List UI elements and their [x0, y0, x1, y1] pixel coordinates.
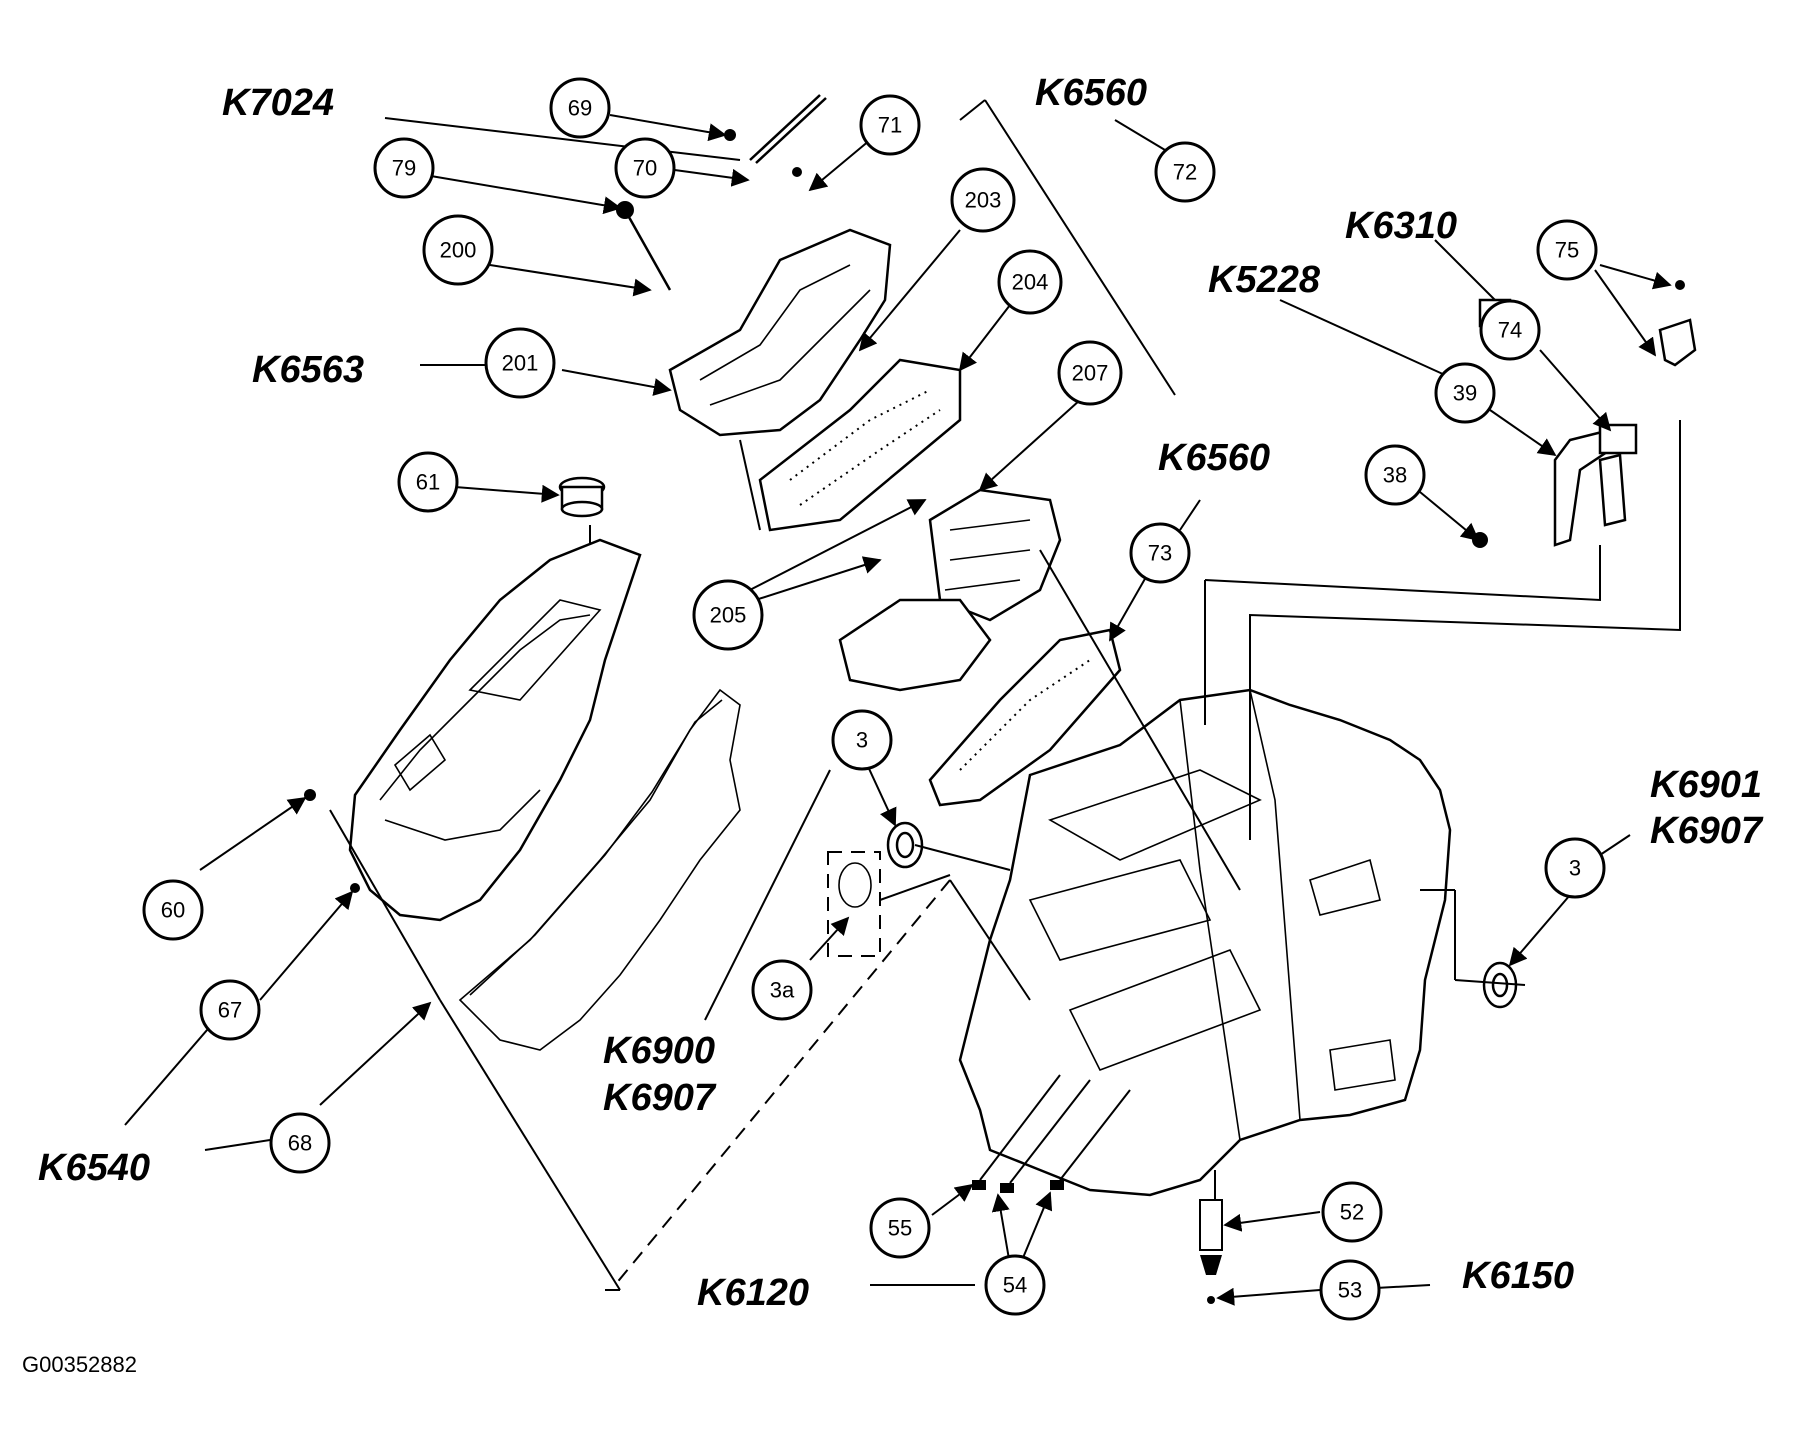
- callout-69: 69: [549, 77, 611, 139]
- code-k6120: K6120: [697, 1272, 809, 1314]
- svg-text:68: 68: [288, 1131, 312, 1156]
- svg-text:67: 67: [218, 998, 242, 1023]
- seal-box-3a: [827, 851, 881, 957]
- svg-text:207: 207: [1072, 361, 1109, 386]
- svg-text:38: 38: [1383, 463, 1407, 488]
- callout-205: 205: [692, 579, 764, 651]
- code-k6907-right: K6907: [1650, 810, 1764, 852]
- svg-text:72: 72: [1173, 160, 1197, 185]
- upper-valve-body: [668, 228, 892, 437]
- svg-text:203: 203: [965, 188, 1002, 213]
- callout-79: 79: [373, 137, 435, 199]
- code-k6563: K6563: [252, 349, 364, 391]
- svg-text:60: 60: [161, 898, 185, 923]
- callout-61: 61: [397, 451, 459, 513]
- svg-text:71: 71: [878, 113, 902, 138]
- callout-60: 60: [142, 879, 204, 941]
- callout-3-left: 3: [831, 709, 893, 771]
- svg-text:3: 3: [856, 728, 868, 753]
- callout-203: 203: [950, 167, 1016, 233]
- transmission-case: [958, 688, 1452, 1197]
- code-k6560-top: K6560: [1035, 72, 1147, 114]
- separator-plate-upper: [758, 358, 962, 532]
- callout-38: 38: [1364, 444, 1426, 506]
- svg-text:201: 201: [502, 351, 539, 376]
- callout-204: 204: [997, 249, 1063, 315]
- code-k6900: K6900: [603, 1030, 715, 1072]
- svg-text:53: 53: [1338, 1278, 1362, 1303]
- svg-text:69: 69: [568, 96, 592, 121]
- svg-text:205: 205: [710, 603, 747, 628]
- code-k6907-left: K6907: [603, 1077, 717, 1119]
- code-k6310: K6310: [1345, 205, 1457, 247]
- callout-75: 75: [1536, 219, 1598, 281]
- svg-text:75: 75: [1555, 238, 1579, 263]
- filler-cap: [558, 476, 606, 518]
- figure-id: G00352882: [22, 1352, 137, 1377]
- code-k5228: K5228: [1208, 259, 1321, 301]
- svg-text:3a: 3a: [770, 978, 795, 1003]
- callout-68: 68: [269, 1112, 331, 1174]
- callout-200: 200: [422, 214, 494, 286]
- code-k6150: K6150: [1462, 1255, 1574, 1297]
- svg-text:55: 55: [888, 1216, 912, 1241]
- callout-207: 207: [1057, 340, 1123, 406]
- callout-39: 39: [1434, 362, 1496, 424]
- code-k6560-mid: K6560: [1158, 437, 1270, 479]
- callout-53: 53: [1319, 1259, 1381, 1321]
- dipstick-tube: [749, 94, 827, 164]
- assembly-lines: [329, 99, 1681, 1291]
- callout-3-right: 3: [1544, 837, 1606, 899]
- svg-text:204: 204: [1012, 270, 1049, 295]
- callout-201: 201: [484, 327, 556, 399]
- svg-text:200: 200: [440, 238, 477, 263]
- callout-52: 52: [1321, 1181, 1383, 1243]
- oil-pan: [348, 538, 642, 922]
- svg-text:61: 61: [416, 470, 440, 495]
- svg-text:73: 73: [1148, 541, 1172, 566]
- callout-71: 71: [859, 94, 921, 156]
- seal-right: [1482, 961, 1518, 1009]
- callout-3a: 3a: [751, 959, 813, 1021]
- svg-text:52: 52: [1340, 1200, 1364, 1225]
- callout-67: 67: [199, 979, 261, 1041]
- callout-74: 74: [1479, 299, 1541, 361]
- svg-text:74: 74: [1498, 318, 1522, 343]
- pan-gasket: [458, 688, 741, 1051]
- callout-73: 73: [1129, 522, 1191, 584]
- main-valve-body: [838, 488, 1062, 692]
- code-k6540: K6540: [38, 1147, 150, 1189]
- svg-text:3: 3: [1569, 856, 1581, 881]
- leader-lines: [199, 114, 1672, 1306]
- callout-70: 70: [614, 137, 676, 199]
- callout-72: 72: [1154, 141, 1216, 203]
- code-k6901: K6901: [1650, 764, 1762, 806]
- svg-text:70: 70: [633, 156, 657, 181]
- svg-text:39: 39: [1453, 381, 1477, 406]
- callout-55: 55: [869, 1197, 931, 1259]
- svg-text:54: 54: [1003, 1273, 1027, 1298]
- svg-text:79: 79: [392, 156, 416, 181]
- code-k7024: K7024: [222, 82, 334, 124]
- seal-left: [886, 821, 924, 869]
- separator-plate-lower: [928, 628, 1122, 807]
- callout-54: 54: [984, 1254, 1046, 1316]
